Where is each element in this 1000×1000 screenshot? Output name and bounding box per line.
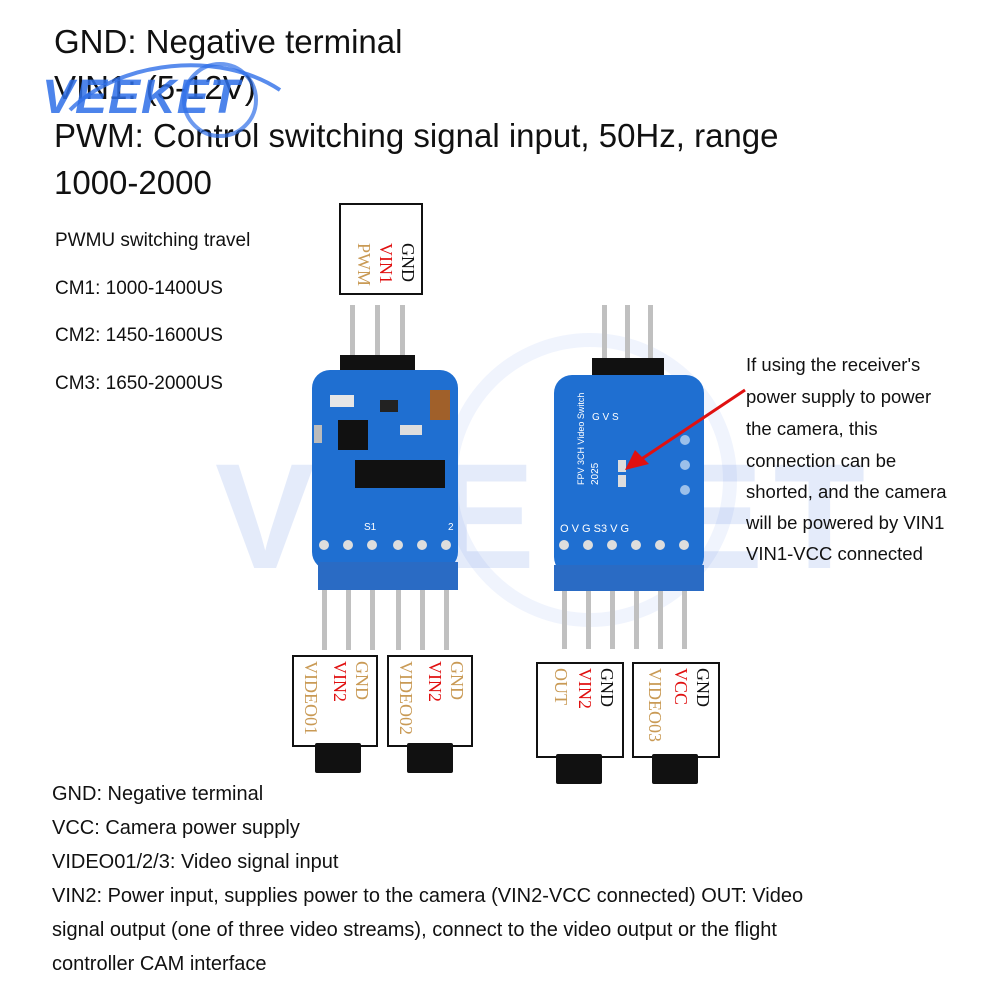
plug-2 (407, 743, 453, 773)
note-line-3: the camera, this (746, 418, 878, 439)
silk-row: O V G S3 V G (560, 523, 629, 535)
out2-vin2: VIN2 (425, 661, 445, 702)
out2-video: VIDEO02 (396, 661, 416, 735)
out1-gnd: GND (352, 661, 372, 700)
pin-label-pwm: PWM (354, 243, 374, 287)
out4-vcc: VCC (671, 668, 691, 706)
note-line-4: connection can be (746, 450, 897, 471)
pin-label-gnd: GND (398, 243, 418, 282)
output1-label-box: GND VIN2 VIDEO01 (292, 655, 378, 747)
out4-video: VIDEO03 (645, 668, 665, 742)
out3-vin2: VIN2 (575, 668, 595, 709)
out3-gnd: GND (597, 668, 617, 707)
output2-label-box: GND VIN2 VIDEO02 (387, 655, 473, 747)
red-arrow-icon (625, 388, 746, 470)
plug-4 (652, 754, 698, 784)
board-front: S1 2 (312, 305, 458, 650)
silk-top: G V S (592, 412, 619, 423)
out2-gnd: GND (447, 661, 467, 700)
note-line-7: VIN1-VCC connected (746, 543, 923, 564)
legend-line-2: VCC: Camera power supply (52, 817, 300, 839)
travel-title: PWMU switching travel (55, 230, 251, 251)
input-pin-label-box: GND VIN1 PWM (339, 203, 423, 295)
logo-swoosh-icon (68, 62, 282, 138)
legend-line-6: controller CAM interface (52, 953, 267, 975)
pin-label-vin1: VIN1 (376, 243, 396, 284)
out4-gnd: GND (693, 668, 713, 707)
legend-line-1: GND: Negative terminal (52, 783, 264, 805)
header-line-gnd: GND: Negative terminal (54, 23, 403, 60)
header-line-pwm: PWM: Control switching signal input, 50H… (54, 117, 779, 154)
output4-label-box: GND VCC VIDEO03 (632, 662, 720, 758)
silk-s2: 2 (448, 522, 454, 533)
legend-line-3: VIDEO01/2/3: Video signal input (52, 851, 339, 873)
silk-year: 2025 (590, 462, 601, 485)
silk-s1: S1 (364, 522, 377, 533)
out1-video: VIDEO01 (301, 661, 321, 735)
silk-model: FPV 3CH Video Switch (576, 393, 586, 485)
legend-line-4: VIN2: Power input, supplies power to the… (52, 885, 804, 907)
plug-1 (315, 743, 361, 773)
note-line-1: If using the receiver's (746, 354, 921, 375)
output3-label-box: GND VIN2 OUT (536, 662, 624, 758)
header-line-range: 1000-2000 (54, 164, 212, 201)
travel-cm2: CM2: 1450-1600US (55, 325, 223, 346)
plug-3 (556, 754, 602, 784)
legend-line-5: signal output (one of three video stream… (52, 919, 777, 941)
note-line-2: power supply to power (746, 386, 932, 407)
note-line-5: shorted, and the camera (746, 481, 947, 502)
note-line-6: will be powered by VIN1 (746, 512, 945, 533)
travel-cm3: CM3: 1650-2000US (55, 373, 223, 394)
header-line-vin1: VIN1: (5-12V) (54, 69, 256, 106)
out1-vin2: VIN2 (330, 661, 350, 702)
brand-logo: VEEKET (42, 71, 241, 124)
travel-cm1: CM1: 1000-1400US (55, 278, 223, 299)
out3-out: OUT (551, 668, 571, 705)
board-back: G V S FPV 3CH Video Switch 2025 O V G S3… (554, 305, 704, 649)
